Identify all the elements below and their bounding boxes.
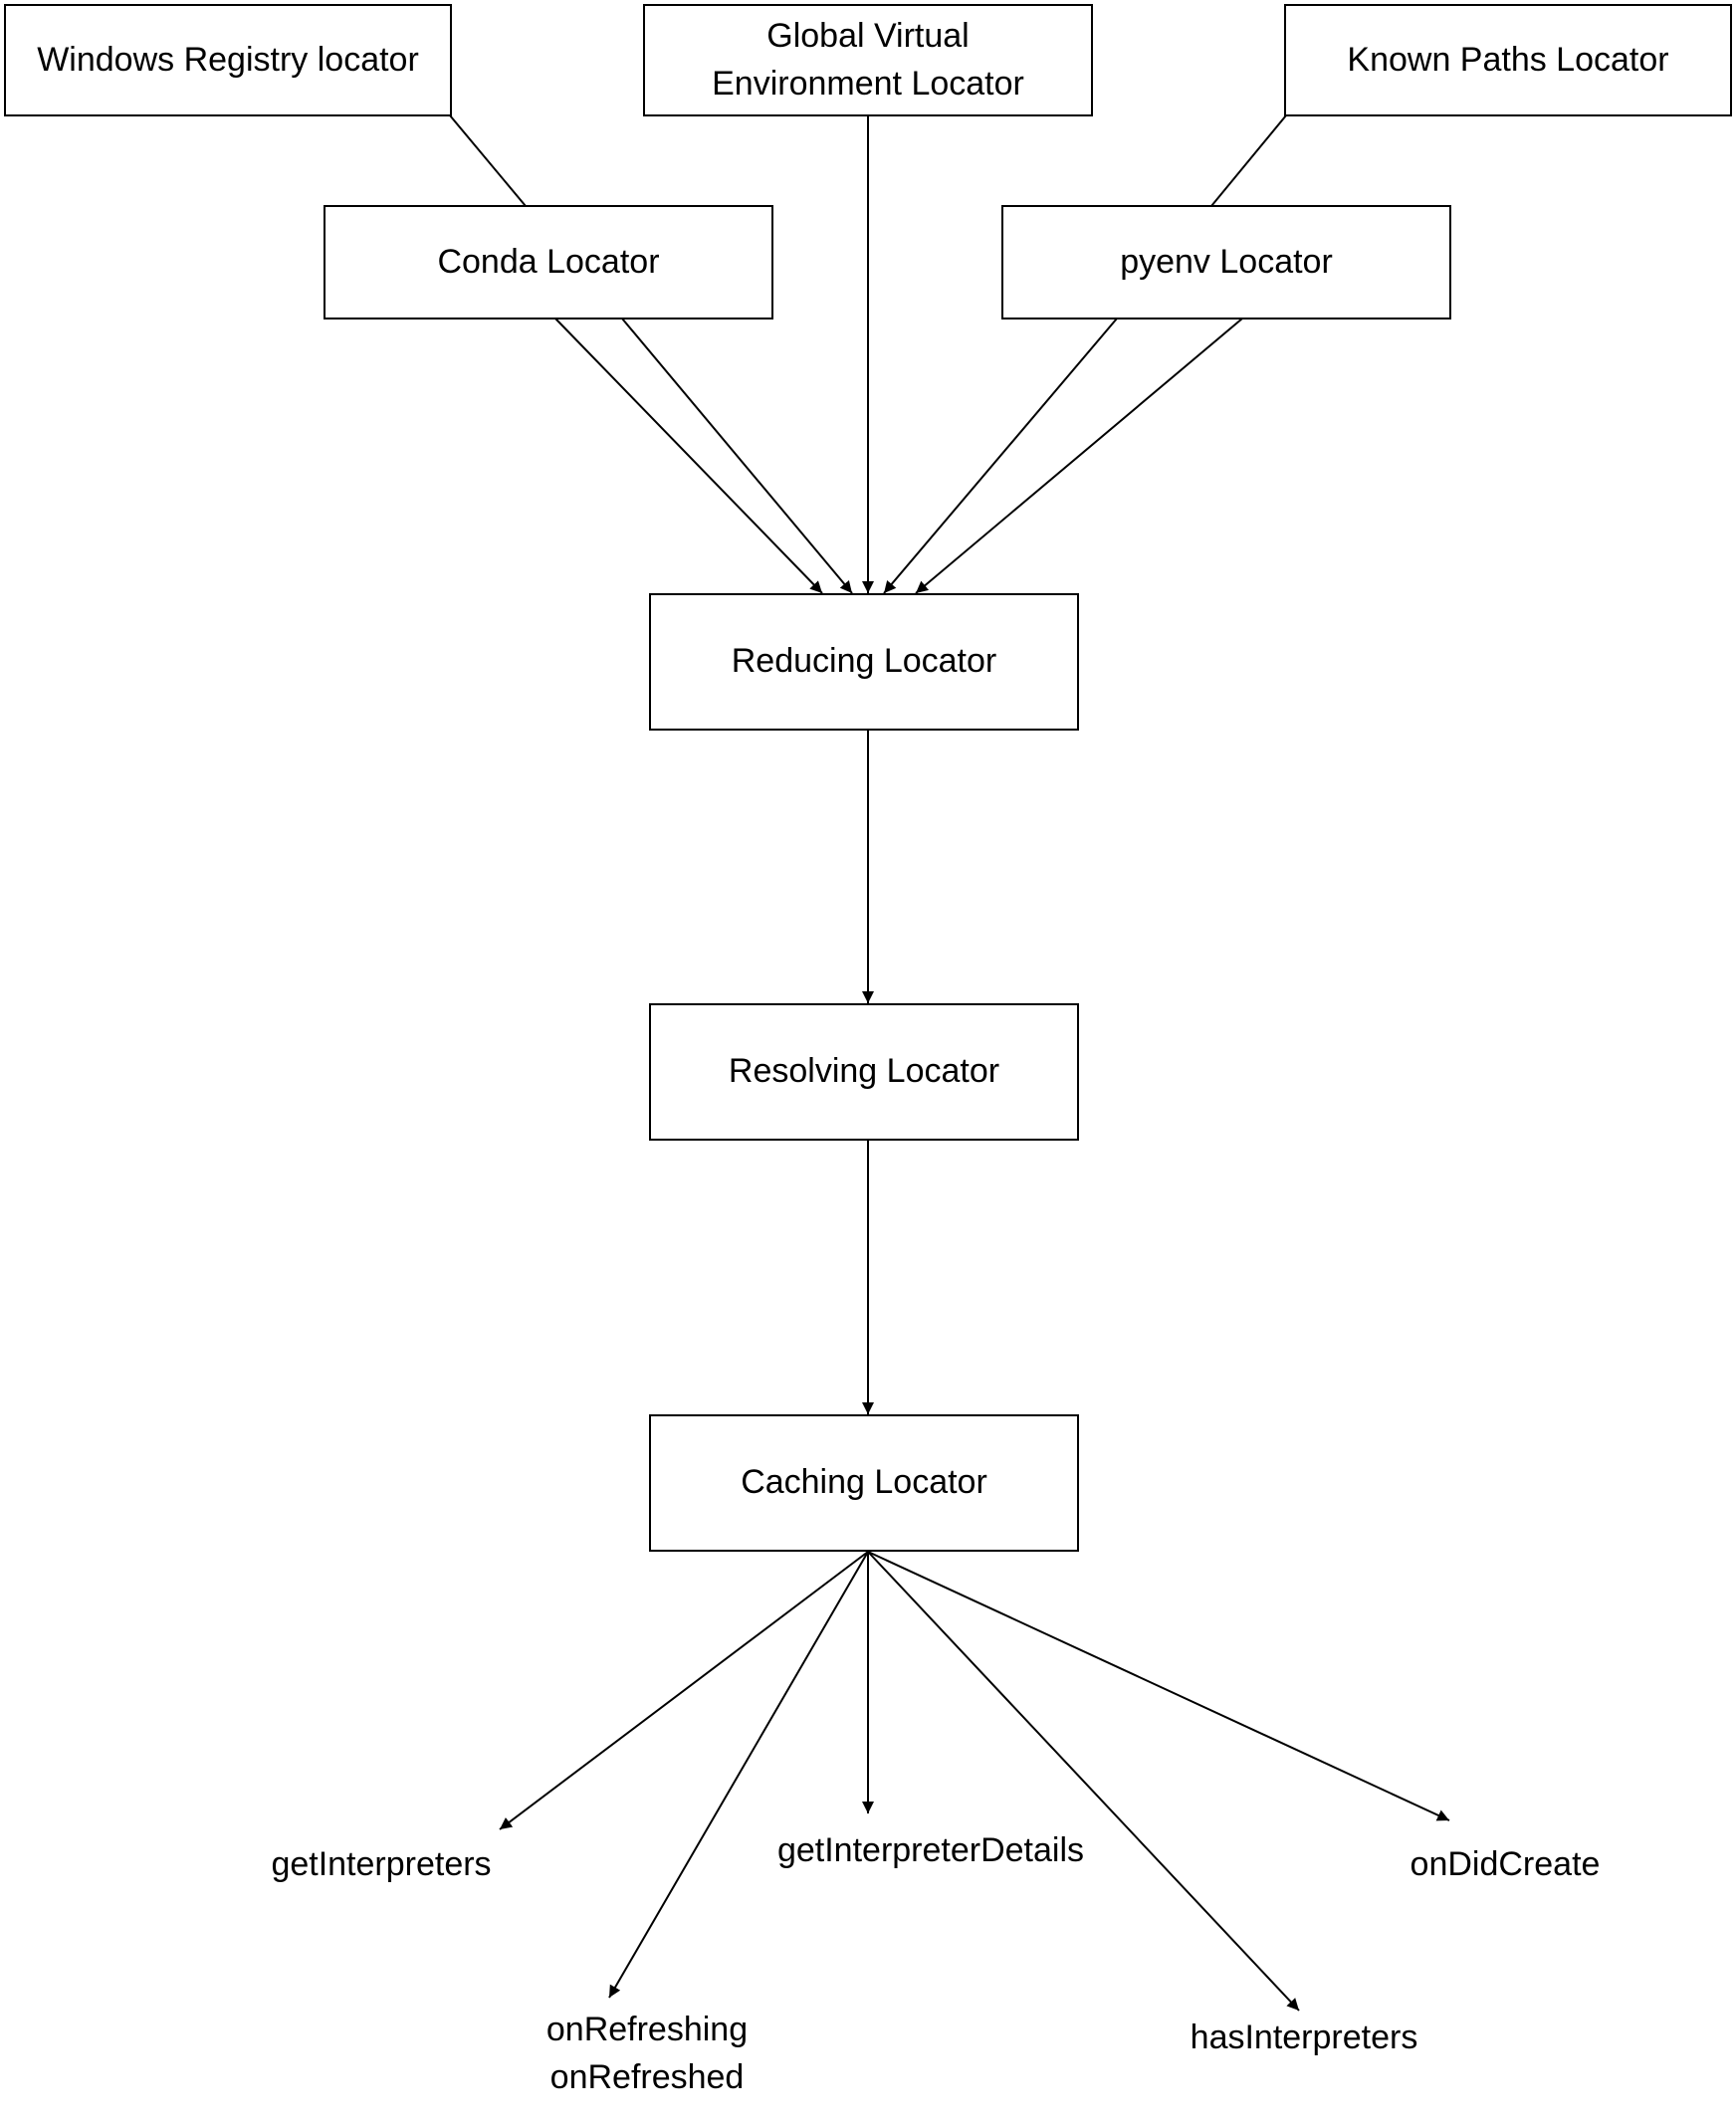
resolving-locator-label: Resolving Locator [728, 1052, 1000, 1091]
arrow-pyenv-to-reducing-2 [915, 318, 1243, 594]
arrow-conda-to-reducing-2 [621, 318, 853, 594]
pyenv-locator-box: pyenv Locator [1001, 205, 1451, 319]
reducing-locator-label: Reducing Locator [731, 642, 997, 681]
arrow-pyenv-to-reducing-1 [883, 318, 1118, 594]
caching-locator-box: Caching Locator [649, 1414, 1079, 1552]
output-on-did-create: onDidCreate [1410, 1845, 1601, 1883]
arrow-caching-to-has-interpreters [867, 1551, 1300, 2012]
global-venv-label-line2: Environment Locator [712, 64, 1024, 103]
output-get-interpreters: getInterpreters [271, 1845, 492, 1883]
global-virtual-environment-locator-box: Global Virtual Environment Locator [643, 4, 1093, 116]
caching-locator-label: Caching Locator [741, 1463, 987, 1502]
output-on-refreshing: onRefreshing [545, 2011, 749, 2048]
arrow-caching-to-get-interpreters [499, 1551, 869, 1830]
arrow-caching-to-on-did-create [867, 1551, 1450, 1821]
output-get-interpreter-details: getInterpreterDetails [776, 1831, 1085, 1869]
arrow-conda-to-reducing-1 [554, 318, 823, 594]
pyenv-locator-label: pyenv Locator [1120, 242, 1333, 281]
known-paths-locator-label: Known Paths Locator [1347, 40, 1669, 79]
known-paths-locator-box: Known Paths Locator [1284, 4, 1732, 116]
line-windows-registry-to-conda [449, 114, 527, 207]
output-has-interpreters: hasInterpreters [1190, 2019, 1418, 2056]
output-on-refreshed: onRefreshed [549, 2057, 745, 2096]
windows-registry-locator-label: Windows Registry locator [37, 40, 419, 79]
reducing-locator-box: Reducing Locator [649, 593, 1079, 731]
resolving-locator-box: Resolving Locator [649, 1003, 1079, 1141]
output-on-refreshing-group: onRefreshing onRefreshed [528, 2007, 766, 2101]
line-known-paths-to-pyenv [1210, 114, 1287, 207]
conda-locator-box: Conda Locator [324, 205, 773, 319]
global-venv-label-line1: Global Virtual [766, 16, 970, 55]
conda-locator-label: Conda Locator [437, 242, 660, 281]
windows-registry-locator-box: Windows Registry locator [4, 4, 452, 116]
arrow-caching-to-on-refreshing [608, 1551, 869, 1999]
